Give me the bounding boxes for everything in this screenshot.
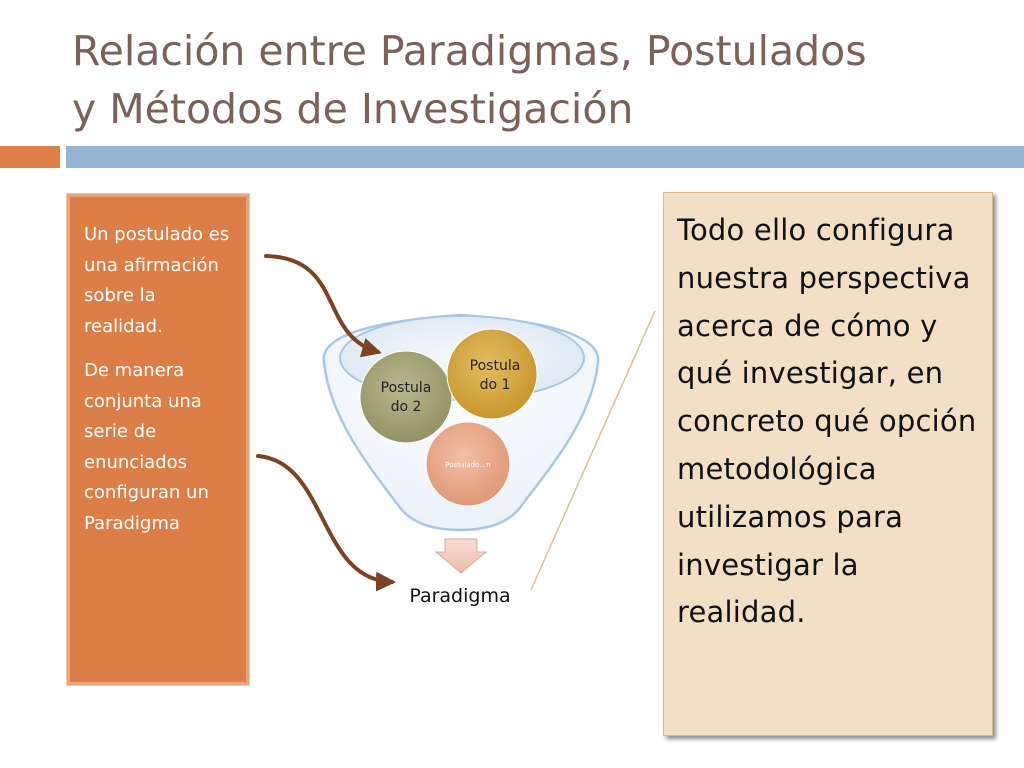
slide-title-line-1: Relación entre Paradigmas, Postulados xyxy=(72,27,867,75)
header-accent-bar xyxy=(0,146,60,168)
postulate-definition-box: Un postulado es una afirmación sobre la … xyxy=(66,193,250,686)
postulate-3-label: Postulado…n xyxy=(445,461,490,469)
funnel-shape xyxy=(322,313,600,532)
postulate-1-label-line-1: Postula xyxy=(470,358,521,374)
postulate-2-label-line-2: do 2 xyxy=(391,399,422,415)
paradigm-output-label: Paradigma xyxy=(409,585,510,607)
conclusion-box: Todo ello configura nuestra perspectiva … xyxy=(663,192,993,736)
postulate-definition-text: Un postulado es una afirmación sobre la … xyxy=(84,224,230,337)
connector-line xyxy=(530,310,656,591)
postulate-circle-1: Postula do 1 xyxy=(446,328,538,420)
slide-title: Relación entre Paradigmas, Postulados y … xyxy=(72,22,1002,138)
funnel-output-arrow-icon xyxy=(434,538,488,574)
paradigm-definition-text: De manera conjunta una serie de enunciad… xyxy=(84,360,209,534)
postulate-2-label-line-1: Postula xyxy=(381,380,432,396)
postulate-circle-2: Postula do 2 xyxy=(359,350,453,444)
slide-title-line-2: y Métodos de Investigación xyxy=(72,85,634,133)
conclusion-text: Todo ello configura nuestra perspectiva … xyxy=(677,213,977,630)
curved-arrow-to-paradigm-icon xyxy=(256,454,396,592)
postulate-circle-3: Postulado…n xyxy=(425,421,511,507)
curved-arrow-to-funnel-icon xyxy=(264,254,382,358)
header-divider-bar xyxy=(66,146,1024,168)
postulate-1-label-line-2: do 1 xyxy=(480,377,511,393)
